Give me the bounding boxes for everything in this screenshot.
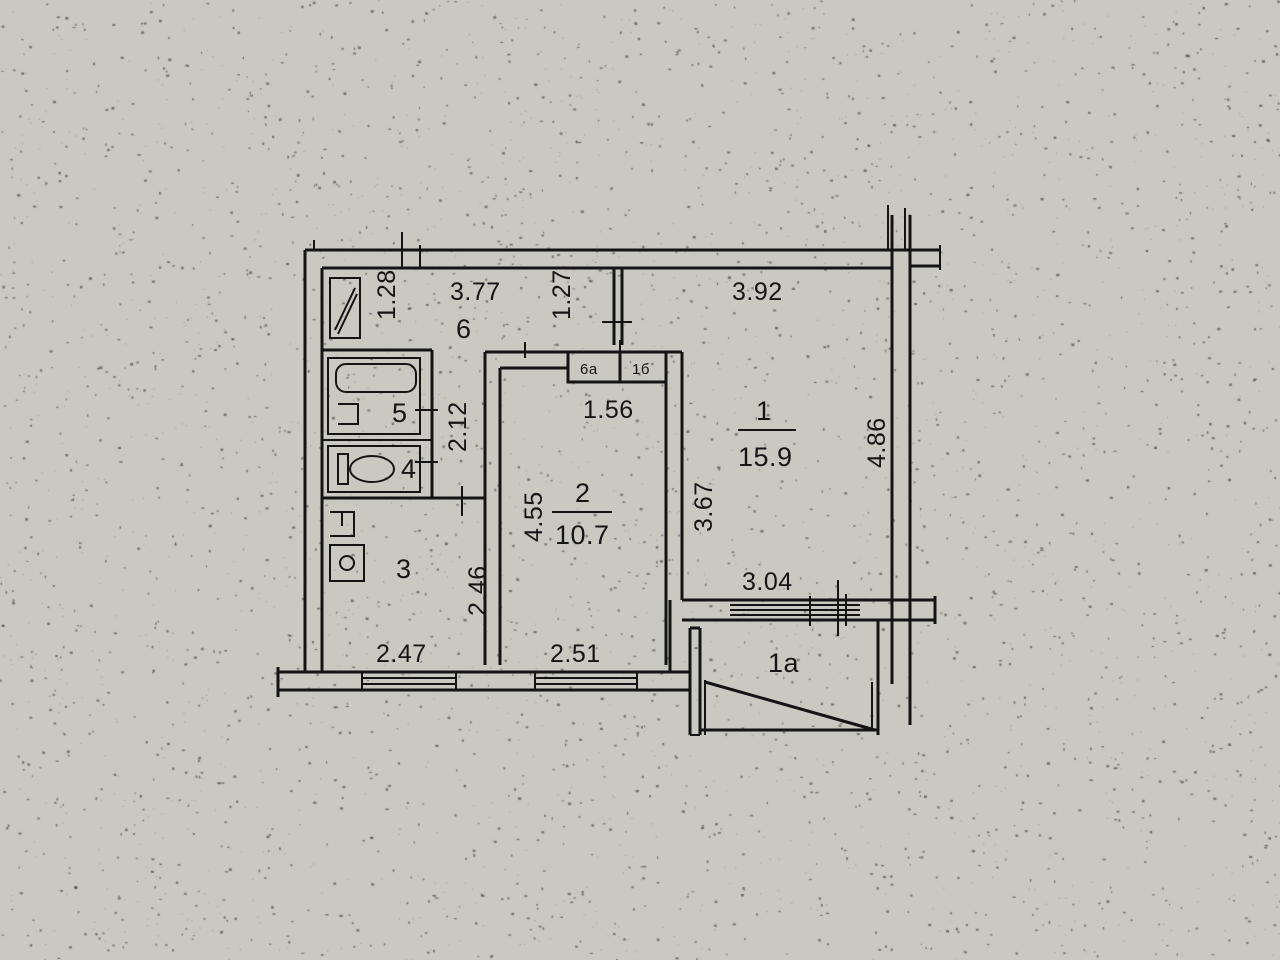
bathtub-icon — [327, 357, 421, 435]
kitchen-fixtures — [329, 277, 361, 339]
room-1-area: 15.9 — [738, 442, 793, 472]
dim-room1-depth-inner: 3.67 — [690, 481, 718, 532]
dim-room1-width-top: 3.92 — [732, 278, 783, 306]
dim-room1-width-bottom: 3.04 — [742, 568, 793, 596]
room-6-number: 6 — [456, 314, 472, 344]
dim-room1-depth: 4.86 — [863, 417, 891, 468]
dim-bath-depth: 2.12 — [444, 401, 472, 452]
dim-room2-width: 2.51 — [550, 640, 601, 668]
sink-stove-icon — [329, 511, 365, 582]
room-4-number: 4 — [401, 454, 417, 484]
dim-closet-width: 1.56 — [583, 396, 634, 424]
outer-walls — [276, 205, 941, 725]
room-1b-number: 1б — [632, 361, 650, 378]
room-1a-number: 1а — [768, 648, 800, 678]
room-2-area: 10.7 — [555, 520, 610, 550]
room-1-number: 1 — [756, 396, 772, 426]
room-5-number: 5 — [392, 398, 408, 428]
dim-kitchen-width: 2.47 — [376, 640, 427, 668]
dim-hall-depth-left: 1.28 — [373, 269, 401, 320]
interior-walls — [320, 268, 937, 672]
room-6a-number: 6а — [580, 361, 598, 378]
room-2-number: 2 — [575, 478, 591, 508]
window-room-2 — [534, 671, 638, 691]
room-3-number: 3 — [396, 554, 412, 584]
dim-kitchen-depth: 2.46 — [464, 565, 492, 616]
toilet-icon — [327, 445, 421, 493]
dim-room2-depth: 4.55 — [520, 491, 548, 542]
window-kitchen — [361, 671, 457, 691]
dim-hall-depth-right: 1.27 — [548, 269, 576, 320]
window-room-1 — [730, 580, 860, 636]
labels: 3.77 6 1.28 1.27 3.92 1 15.9 4.86 3.67 3… — [373, 269, 891, 678]
balcony — [688, 620, 880, 736]
dim-hall-width: 3.77 — [450, 278, 501, 306]
